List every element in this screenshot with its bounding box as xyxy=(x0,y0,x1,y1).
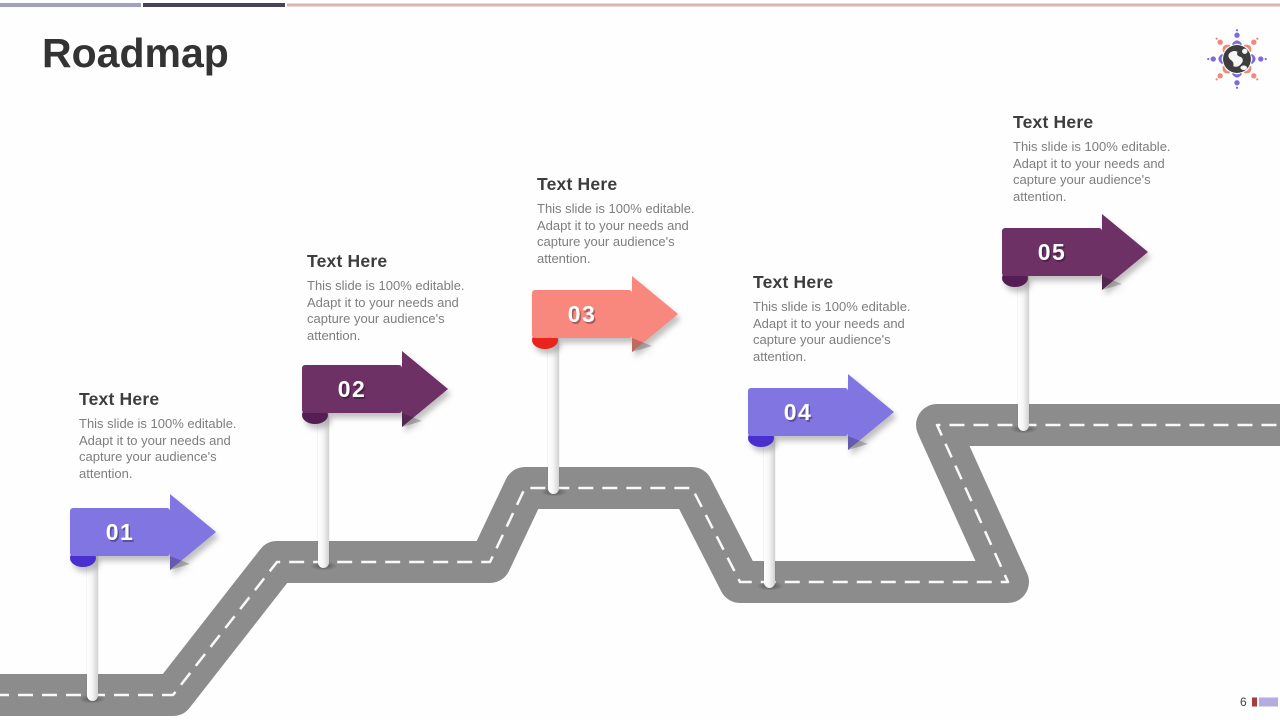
slide-footer: 6 xyxy=(1240,695,1278,709)
milestone-03-pole xyxy=(548,327,559,494)
milestone-02-description: This slide is 100% editable. Adapt it to… xyxy=(307,278,465,343)
sign-number-shadow: 03 xyxy=(569,303,598,329)
top-accent-bar xyxy=(0,3,1280,7)
footer-bar-red xyxy=(1251,697,1257,707)
globe-icon xyxy=(1223,45,1251,73)
footer-brand-bars-icon xyxy=(1251,697,1278,707)
milestone-05-pole xyxy=(1018,265,1029,431)
sign-fold-shade xyxy=(402,413,422,427)
sign-fold-shade xyxy=(848,436,868,450)
milestone-02-sign: 02 02 xyxy=(302,351,448,427)
sign-arrowhead-icon xyxy=(402,351,448,427)
sign-number: 02 xyxy=(338,376,367,402)
sign-body xyxy=(748,388,848,436)
milestone-01-pole xyxy=(87,545,98,701)
milestone-05-description: This slide is 100% editable. Adapt it to… xyxy=(1013,139,1171,204)
accent-segment-1 xyxy=(0,3,141,7)
milestone-04-text-block: Text Here This slide is 100% editable. A… xyxy=(753,272,921,365)
milestone-03-sign: 03 03 xyxy=(532,276,678,352)
page-title: Roadmap xyxy=(42,30,229,76)
road-centerline xyxy=(0,423,1280,697)
sign-fold-shade xyxy=(1102,276,1122,290)
milestone-03-heading: Text Here xyxy=(537,174,618,194)
sign-body xyxy=(302,365,402,413)
milestone-01-sign: 01 01 xyxy=(70,494,216,570)
milestone-05-text-block: Text Here This slide is 100% editable. A… xyxy=(1013,112,1181,205)
sign-number: 05 xyxy=(1038,239,1067,265)
milestone-02-pole xyxy=(318,402,329,568)
sign-arrowhead-icon xyxy=(848,374,894,450)
globe-people-logo-icon xyxy=(1207,29,1267,89)
sign-number: 01 xyxy=(106,519,135,545)
sign-fold-shade xyxy=(170,556,190,570)
sign-body xyxy=(70,508,170,556)
milestone-02-text-block: Text Here This slide is 100% editable. A… xyxy=(307,251,475,344)
accent-segment-2 xyxy=(143,3,285,7)
sign-arrowhead-icon xyxy=(1102,214,1148,290)
sign-number-shadow: 04 xyxy=(785,401,814,427)
sign-arrowhead-icon xyxy=(170,494,216,570)
milestone-03-text-block: Text Here This slide is 100% editable. A… xyxy=(537,174,705,267)
sign-number-shadow: 05 xyxy=(1039,241,1068,267)
milestone-01-heading: Text Here xyxy=(79,389,160,409)
milestone-04-sign: 04 04 xyxy=(748,374,894,450)
milestone-01-description: This slide is 100% editable. Adapt it to… xyxy=(79,416,237,481)
milestone-04-heading: Text Here xyxy=(753,272,834,292)
milestone-02-heading: Text Here xyxy=(307,251,388,271)
sign-number: 04 xyxy=(784,399,813,425)
milestone-05-sign: 05 05 xyxy=(1002,214,1148,290)
milestone-04-pole xyxy=(764,425,775,588)
sign-fold-shade xyxy=(632,338,652,352)
logo-people xyxy=(1207,29,1267,89)
milestone-04-description: This slide is 100% editable. Adapt it to… xyxy=(753,299,911,364)
sign-number: 03 xyxy=(568,301,597,327)
footer-bar-purple xyxy=(1258,697,1278,707)
accent-segment-3 xyxy=(287,3,1280,7)
sign-number-shadow: 01 xyxy=(107,521,136,547)
milestone-01-text-block: Text Here This slide is 100% editable. A… xyxy=(79,389,247,482)
sign-body xyxy=(1002,228,1102,276)
sign-arrowhead-icon xyxy=(632,276,678,352)
sign-body xyxy=(532,290,632,338)
milestone-03-description: This slide is 100% editable. Adapt it to… xyxy=(537,201,695,266)
milestone-05-heading: Text Here xyxy=(1013,112,1094,132)
sign-number-shadow: 02 xyxy=(339,378,368,404)
page-number: 6 xyxy=(1240,695,1247,709)
